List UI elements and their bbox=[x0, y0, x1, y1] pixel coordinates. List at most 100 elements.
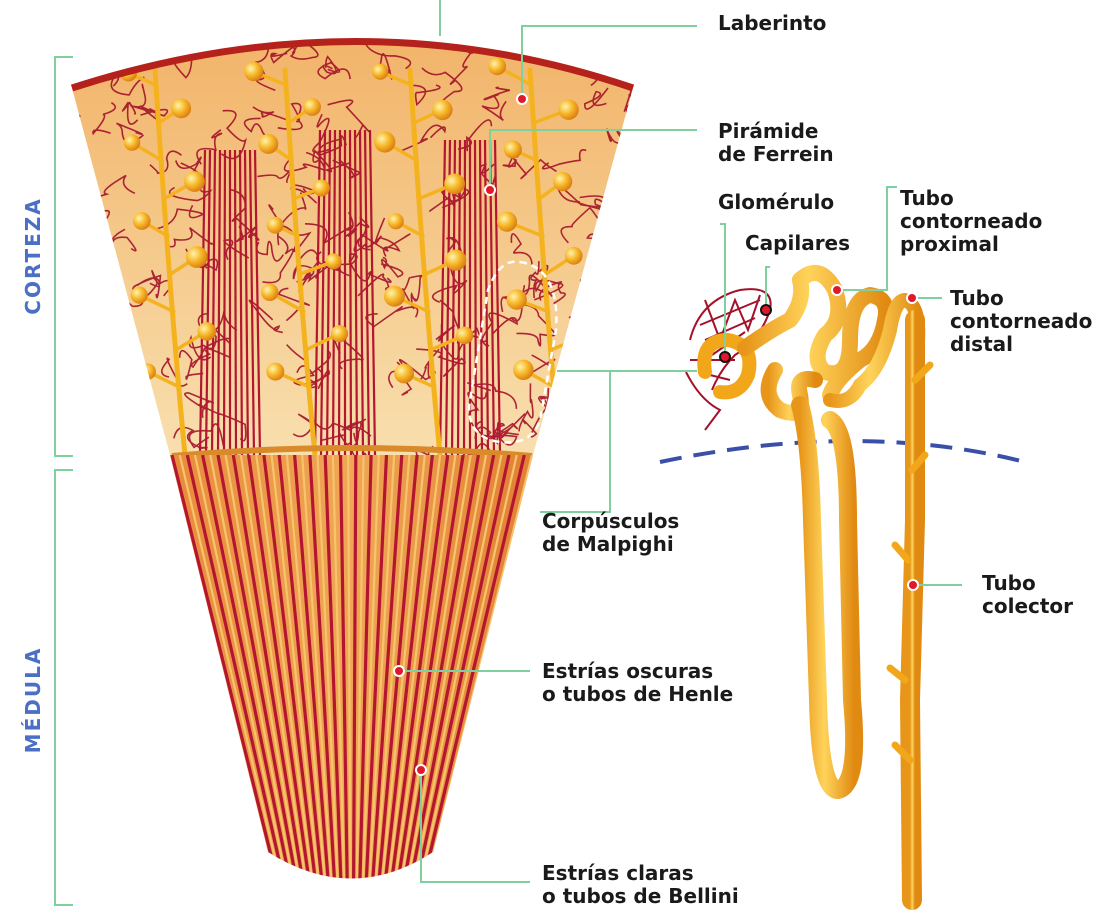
section-label-medulla: MÉDULA bbox=[21, 635, 45, 765]
glomerulus-ball bbox=[124, 134, 140, 150]
glomerulus-ball bbox=[565, 247, 583, 265]
glomerulus-ball bbox=[444, 174, 465, 195]
label-piramide-line2: de Ferrein bbox=[718, 143, 834, 166]
glomerulus-ball bbox=[388, 213, 404, 229]
label-claras-line2: o tubos de Bellini bbox=[542, 885, 739, 908]
capillary-strand bbox=[619, 364, 662, 384]
capillary-strand bbox=[63, 58, 108, 77]
label-corpusculos-malpighi: Corpúsculos de Malpighi bbox=[542, 510, 679, 556]
glomerulus-ball bbox=[331, 325, 348, 342]
capillary-strand bbox=[587, 234, 634, 248]
capillary-strand bbox=[77, 284, 97, 299]
ferrein-ray-tubule bbox=[475, 140, 476, 455]
marker-claras bbox=[416, 765, 426, 775]
capillary-strand bbox=[610, 261, 640, 278]
marker-laberinto bbox=[517, 94, 527, 104]
glomerulus-ball bbox=[558, 100, 578, 120]
label-distal-line3: distal bbox=[950, 333, 1092, 356]
label-tubo-proximal: Tubo contorneado proximal bbox=[900, 187, 1042, 256]
label-tubo-distal: Tubo contorneado distal bbox=[950, 287, 1092, 356]
capillary-strand bbox=[555, 438, 596, 455]
glomerulus-ball bbox=[432, 100, 452, 120]
capillary-strand bbox=[632, 156, 668, 180]
glomerulus-ball bbox=[504, 141, 522, 159]
glomerulus-ball bbox=[186, 246, 208, 268]
capillary-strand bbox=[608, 37, 622, 69]
label-distal-line2: contorneado bbox=[950, 310, 1092, 333]
label-laberinto: Laberinto bbox=[718, 12, 826, 35]
capillary-strand bbox=[118, 416, 158, 432]
marker-colector bbox=[908, 580, 918, 590]
capillary-strand bbox=[89, 426, 115, 447]
label-estrias-oscuras: Estrías oscuras o tubos de Henle bbox=[542, 660, 733, 706]
glomerulus-ball bbox=[374, 131, 395, 152]
glomerulus-ball bbox=[553, 172, 572, 191]
label-proximal-line1: Tubo bbox=[900, 187, 1042, 210]
capillary-strand bbox=[601, 19, 618, 49]
marker-oscuras bbox=[394, 666, 404, 676]
glomerulus-ball bbox=[258, 134, 278, 154]
label-capilares: Capilares bbox=[745, 232, 850, 255]
cortex-region bbox=[43, 19, 668, 473]
capillary-strand bbox=[621, 291, 654, 308]
capillary-strand bbox=[132, 417, 144, 437]
glomerulus-ball bbox=[261, 284, 278, 301]
label-distal-line1: Tubo bbox=[950, 287, 1092, 310]
capillary-strand bbox=[577, 332, 629, 358]
glomerulus-ball bbox=[244, 62, 263, 81]
capillary-strand bbox=[89, 343, 125, 368]
section-label-cortex: CORTEZA bbox=[21, 191, 45, 321]
capillary-strand bbox=[586, 52, 606, 66]
glomerulus-ball bbox=[445, 250, 466, 271]
ferrein-ray-tubule bbox=[350, 130, 351, 455]
label-corpusculos-line2: de Malpighi bbox=[542, 533, 679, 556]
glomerulus-ball bbox=[140, 363, 156, 379]
glomerulus-ball bbox=[267, 217, 284, 234]
label-tubo-colector: Tubo colector bbox=[982, 572, 1073, 618]
glomerulus-ball bbox=[326, 253, 342, 269]
glomerulus-ball bbox=[171, 99, 191, 119]
label-corpusculos-line1: Corpúsculos bbox=[542, 510, 679, 533]
glomerulus-ball bbox=[394, 364, 414, 384]
ferrein-ray-tubule bbox=[235, 150, 236, 455]
label-glomerulo: Glomérulo bbox=[718, 191, 834, 214]
capillary-strand bbox=[545, 438, 580, 463]
label-oscuras-line1: Estrías oscuras bbox=[542, 660, 733, 683]
nephron-illustration bbox=[660, 273, 1025, 900]
ferrein-ray-tubule bbox=[339, 130, 340, 455]
glomerulus-ball bbox=[133, 212, 151, 230]
label-estrias-claras: Estrías claras o tubos de Bellini bbox=[542, 862, 739, 908]
glomerulus-ball bbox=[513, 360, 533, 380]
glomerulus-ball bbox=[266, 363, 284, 381]
glomerulus-ball bbox=[507, 289, 527, 309]
glomerulus-ball bbox=[372, 64, 388, 80]
medulla-bracket bbox=[55, 470, 73, 905]
capillary-strand bbox=[576, 26, 595, 44]
capillary-strand bbox=[61, 342, 86, 371]
capillary-strand bbox=[570, 305, 621, 318]
capillary-strand bbox=[46, 384, 84, 409]
glomerulus-ball bbox=[198, 322, 217, 341]
glomerulus-ball bbox=[131, 287, 148, 304]
glomerulus-ball bbox=[303, 98, 321, 116]
glomerulus-ball bbox=[569, 330, 587, 348]
marker-distal bbox=[907, 293, 917, 303]
label-claras-line1: Estrías claras bbox=[542, 862, 739, 885]
capillary-strand bbox=[145, 19, 166, 59]
capillary-strand bbox=[128, 427, 164, 440]
glomerulus-ball bbox=[184, 171, 205, 192]
glomerulus-ball bbox=[384, 286, 405, 307]
capillary-strand bbox=[43, 110, 80, 139]
marker-capilares bbox=[761, 305, 771, 315]
capillary-strand bbox=[87, 274, 116, 295]
glomerulus-ball bbox=[456, 327, 474, 345]
label-colector-line2: colector bbox=[982, 595, 1073, 618]
label-proximal-line3: proximal bbox=[900, 233, 1042, 256]
capillary-strand bbox=[63, 217, 83, 232]
label-piramide-ferrein: Pirámide de Ferrein bbox=[718, 120, 834, 166]
marker-glomerulo bbox=[720, 352, 730, 362]
glomerulus-ball bbox=[497, 212, 517, 232]
capillary-strand bbox=[133, 444, 161, 456]
medulla-region bbox=[170, 455, 533, 900]
